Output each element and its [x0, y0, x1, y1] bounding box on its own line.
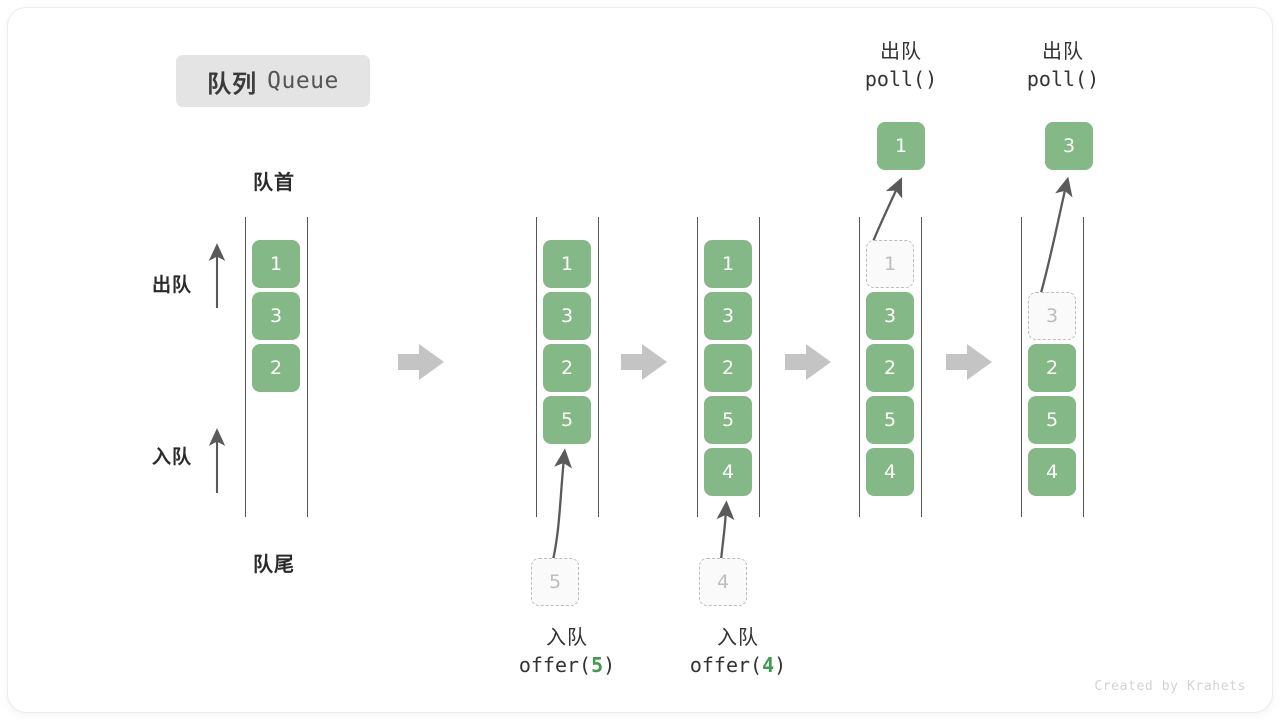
enqueue-direction-label: 入队	[152, 446, 193, 468]
offer-4-caption-code: offer(4)	[689, 653, 787, 678]
queue-cell: 4	[866, 448, 914, 496]
queue-rail-right-col1	[307, 217, 308, 517]
poll-1-arrow	[870, 177, 903, 245]
queue-rail-left-col2	[536, 217, 537, 517]
incoming-ghost-cell: 4	[699, 558, 747, 606]
queue-cell: 5	[866, 396, 914, 444]
queue-cell: 5	[704, 396, 752, 444]
queue-cell: 1	[252, 240, 300, 288]
queue-cell: 4	[704, 448, 752, 496]
offer-4-caption-cn: 入队	[717, 625, 759, 649]
queue-rail-left-col3	[697, 217, 698, 517]
step-arrow-1	[398, 344, 444, 380]
offer-4-caption: 入队 offer(4)	[653, 623, 823, 680]
offer-4-arrow	[716, 500, 735, 561]
queue-cell: 5	[1028, 396, 1076, 444]
queue-tail-label: 队尾	[253, 552, 295, 576]
offer-5-caption-cn: 入队	[546, 625, 588, 649]
poll-3-caption: 出队 poll()	[978, 37, 1148, 94]
watermark-credit: Created by Krahets	[1094, 679, 1246, 694]
polled-result-cell: 3	[1045, 122, 1093, 170]
dequeue-direction-label: 出队	[152, 274, 193, 296]
diagram-title-badge: 队列 Queue	[176, 55, 370, 107]
queue-cell: 5	[543, 396, 591, 444]
queue-cell: 2	[704, 344, 752, 392]
queue-cell: 4	[1028, 448, 1076, 496]
poll-1-caption: 出队 poll()	[816, 37, 986, 94]
queue-rail-right-col5	[1083, 217, 1084, 517]
diagram-card: 队列 Queue 队首 队尾 出队 入队	[8, 8, 1272, 712]
poll-3-caption-cn: 出队	[1042, 39, 1084, 63]
offer-5-arrow	[551, 448, 572, 561]
queue-cell: 2	[543, 344, 591, 392]
queue-cell: 1	[543, 240, 591, 288]
queue-rail-left-col5	[1021, 217, 1022, 517]
queue-rail-right-col4	[921, 217, 922, 517]
queue-cell: 2	[866, 344, 914, 392]
poll-3-arrow	[1037, 176, 1073, 301]
queue-rail-left-col1	[245, 217, 246, 517]
queue-cell: 2	[252, 344, 300, 392]
poll-1-caption-cn: 出队	[880, 39, 922, 63]
poll-1-caption-code: poll()	[864, 67, 938, 92]
queue-cell: 1	[704, 240, 752, 288]
queue-cell: 2	[1028, 344, 1076, 392]
offer-5-caption-code: offer(5)	[518, 653, 616, 678]
title-label-cn: 队列	[207, 69, 258, 98]
outgoing-ghost-cell: 1	[866, 240, 914, 288]
queue-cell: 3	[866, 292, 914, 340]
polled-result-cell: 1	[877, 122, 925, 170]
title-label-en: Queue	[267, 68, 339, 94]
queue-cell: 3	[252, 292, 300, 340]
step-arrow-4	[946, 344, 992, 380]
queue-rail-left-col4	[859, 217, 860, 517]
queue-cell: 3	[543, 292, 591, 340]
incoming-ghost-cell: 5	[531, 558, 579, 606]
queue-rail-right-col2	[598, 217, 599, 517]
queue-rail-right-col3	[759, 217, 760, 517]
queue-head-label: 队首	[253, 170, 295, 194]
step-arrow-3	[785, 344, 831, 380]
offer-5-caption: 入队 offer(5)	[482, 623, 652, 680]
queue-cell: 3	[704, 292, 752, 340]
poll-3-caption-code: poll()	[1026, 67, 1100, 92]
outgoing-ghost-cell: 3	[1028, 292, 1076, 340]
step-arrow-2	[621, 344, 667, 380]
